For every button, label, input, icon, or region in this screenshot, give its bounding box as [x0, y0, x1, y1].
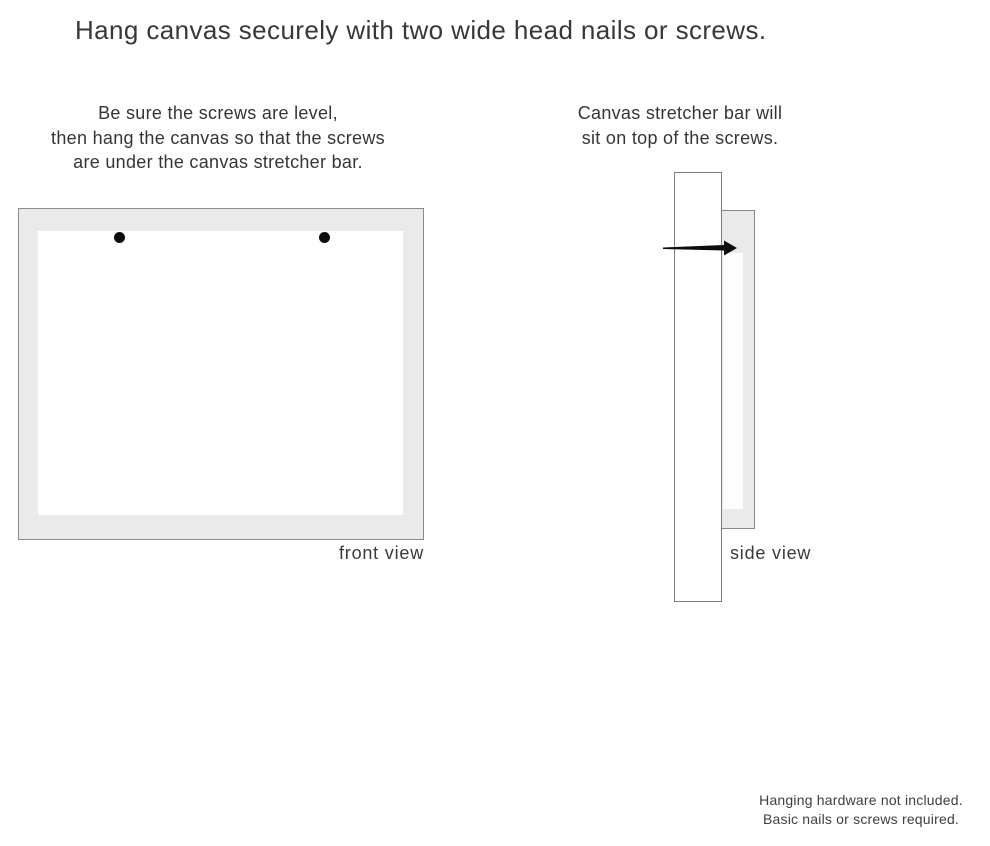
hardware-note: Hanging hardware not included. Basic nai… — [730, 791, 990, 829]
page-title: Hang canvas securely with two wide head … — [75, 15, 767, 45]
front-view-canvas-frame — [18, 208, 424, 540]
instruction-line: Canvas stretcher bar will — [577, 103, 783, 123]
hardware-note-line: Basic nails or screws required. — [762, 811, 960, 827]
instruction-line: then hang the canvas so that the screws — [51, 127, 385, 148]
screw-dot-left — [114, 232, 125, 243]
front-view-canvas-inner — [38, 231, 403, 515]
side-view-instructions: Canvas stretcher bar will sit on top of … — [539, 101, 821, 150]
side-view-label: side view — [730, 543, 812, 563]
instruction-line: are under the canvas stretcher bar. — [73, 152, 363, 172]
instruction-line: sit on top of the screws. — [581, 127, 779, 148]
instruction-line: Be sure the screws are level, — [98, 103, 338, 123]
screw-dot-right — [319, 232, 330, 243]
nail-icon — [663, 240, 737, 256]
front-view-instructions: Be sure the screws are level, then hang … — [18, 101, 418, 175]
hardware-note-line: Hanging hardware not included. — [759, 792, 963, 808]
side-view-canvas-inner — [723, 253, 743, 509]
side-view-wall — [674, 172, 722, 602]
front-view-label: front view — [338, 543, 424, 563]
side-view-canvas-frame — [720, 210, 755, 529]
